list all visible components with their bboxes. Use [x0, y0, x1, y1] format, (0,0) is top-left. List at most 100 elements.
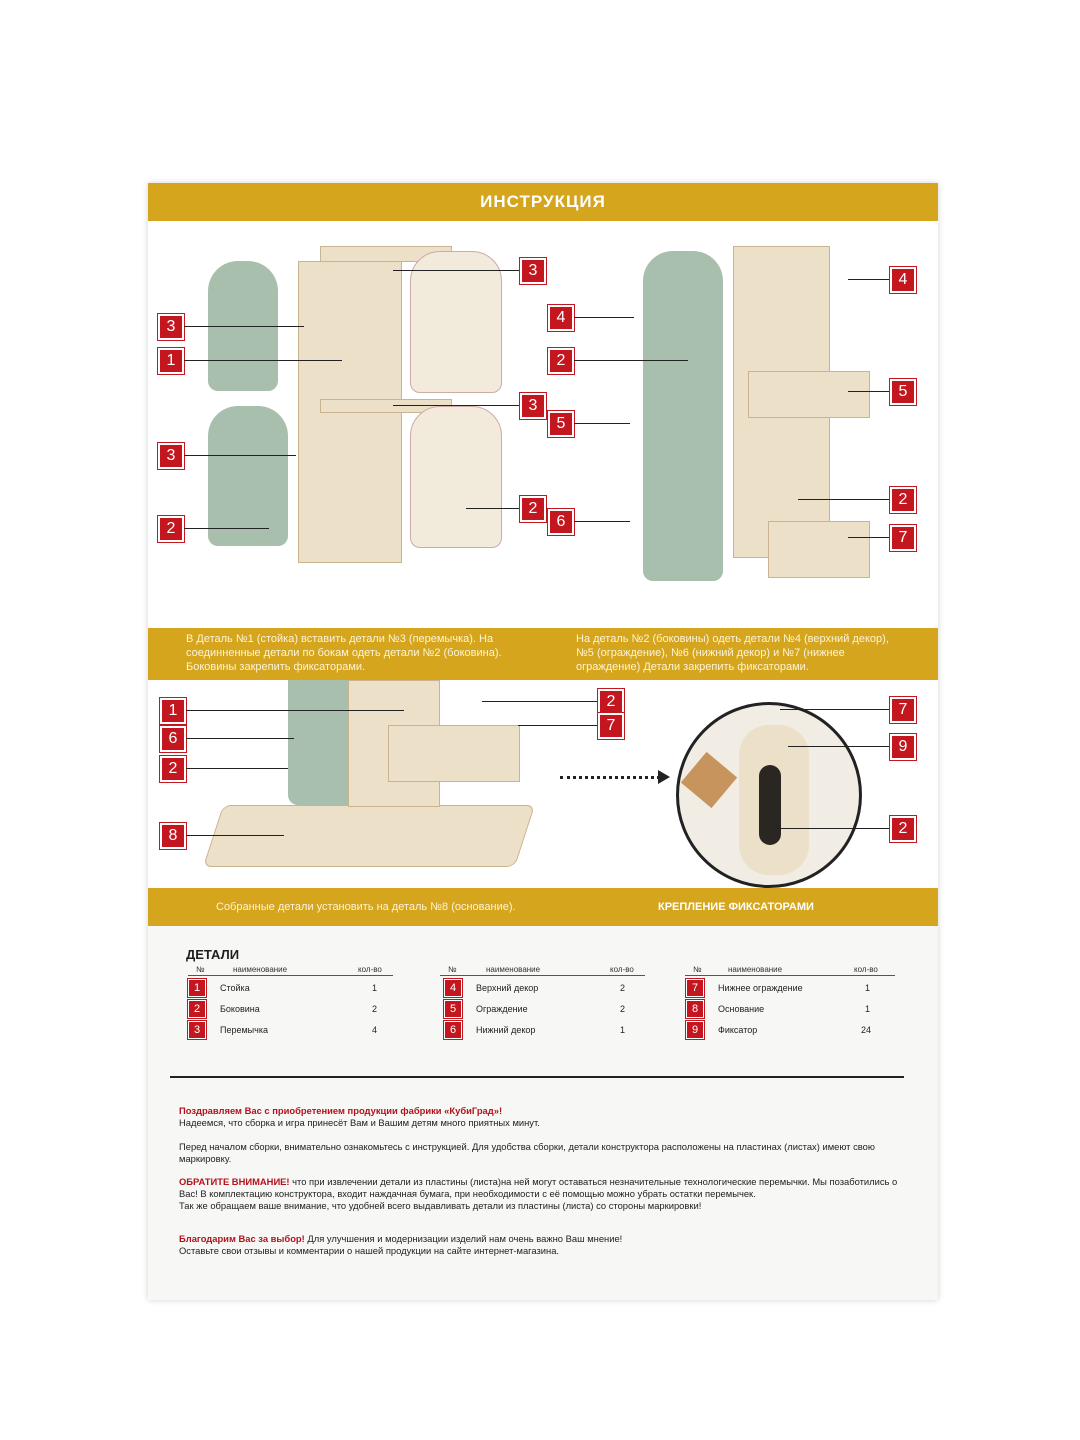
- callout-line: [184, 360, 342, 361]
- fixing-title: КРЕПЛЕНИЕ ФИКСАТОРАМИ: [658, 901, 814, 913]
- part-number: 9: [685, 1020, 705, 1040]
- callout-line: [184, 528, 269, 529]
- callout-line: [186, 738, 294, 739]
- notes-thanks: Благодарим Вас за выбор! Для улучшения и…: [179, 1233, 909, 1257]
- part-name: Верхний декор: [476, 983, 539, 993]
- col-header-name: наименование: [233, 965, 288, 974]
- side-piece: [288, 680, 358, 805]
- callout-label: 2: [159, 755, 187, 783]
- callout-line: [466, 508, 519, 509]
- part-qty: 1: [620, 1025, 626, 1035]
- side-piece: [410, 406, 502, 548]
- callout-line: [393, 405, 519, 406]
- congrats-bold: Поздравляем Вас с приобретением продукци…: [179, 1105, 503, 1116]
- part-number: 4: [443, 978, 463, 998]
- part-qty: 2: [620, 983, 626, 993]
- part-number: 8: [685, 999, 705, 1019]
- zoom-detail-circle: [676, 702, 862, 888]
- congrats-text: Надеемся, что сборка и игра принесёт Вам…: [179, 1117, 540, 1128]
- callout-label: 2: [889, 815, 917, 843]
- step-1-text: В Деталь №1 (стойка) вставить детали №3 …: [186, 633, 502, 673]
- notes-attention: ОБРАТИТЕ ВНИМАНИЕ! что при извлечении де…: [179, 1176, 909, 1212]
- attention-bold: ОБРАТИТЕ ВНИМАНИЕ!: [179, 1176, 290, 1187]
- side-piece: [643, 251, 723, 581]
- callout-label: 2: [157, 515, 185, 543]
- part-number: 7: [685, 978, 705, 998]
- callout-label: 4: [889, 266, 917, 294]
- part-name: Основание: [718, 1004, 765, 1014]
- side-piece: [410, 251, 502, 393]
- callout-label: 1: [159, 697, 187, 725]
- part-name: Нижний декор: [476, 1025, 536, 1035]
- table-rule: [685, 975, 895, 976]
- thanks-text: Для улучшения и модернизации изделий нам…: [304, 1233, 623, 1244]
- step-3-band: Собранные детали установить на деталь №8…: [148, 888, 938, 926]
- col-header-qty: кол-во: [854, 965, 878, 974]
- callout-line: [772, 828, 889, 829]
- thanks-bold: Благодарим Вас за выбор!: [179, 1233, 305, 1244]
- col-header-name: наименование: [728, 965, 783, 974]
- steps-band: В Деталь №1 (стойка) вставить детали №3 …: [148, 628, 938, 680]
- part-qty: 1: [372, 983, 378, 993]
- section-divider: [170, 1076, 904, 1078]
- side-piece: [208, 406, 288, 546]
- callout-label: 3: [519, 392, 547, 420]
- callout-label: 4: [547, 304, 575, 332]
- callout-line: [574, 317, 634, 318]
- callout-line: [780, 709, 889, 710]
- part-qty: 24: [861, 1025, 872, 1035]
- step-illustrations-middle: 1 6 2 8 2 7 7 9 2: [148, 680, 938, 888]
- callout-line: [798, 499, 889, 500]
- part-name: Фиксатор: [718, 1025, 758, 1035]
- part-name: Перемычка: [220, 1025, 268, 1035]
- col-header-no: №: [693, 965, 702, 974]
- callout-label: 6: [159, 725, 187, 753]
- col-header-qty: кол-во: [358, 965, 382, 974]
- callout-label: 1: [157, 347, 185, 375]
- col-header-no: №: [448, 965, 457, 974]
- callout-label: 7: [889, 696, 917, 724]
- callout-label: 2: [519, 495, 547, 523]
- zoom-arrow: [560, 776, 660, 779]
- callout-line: [788, 746, 889, 747]
- callout-label: 3: [157, 313, 185, 341]
- callout-line: [393, 270, 519, 271]
- callout-label: 7: [597, 712, 625, 740]
- callout-line: [574, 423, 630, 424]
- notes-before: Перед началом сборки, внимательно ознако…: [179, 1141, 875, 1164]
- step-3-text: Собранные детали установить на деталь №8…: [216, 901, 516, 913]
- callout-line: [848, 537, 889, 538]
- base-piece: [202, 805, 536, 867]
- callout-label: 3: [519, 257, 547, 285]
- part-name: Боковина: [220, 1004, 260, 1014]
- callout-label: 5: [889, 378, 917, 406]
- col-header-name: наименование: [486, 965, 541, 974]
- callout-label: 2: [597, 688, 625, 716]
- callout-line: [848, 279, 889, 280]
- fixator-piece: [759, 765, 781, 845]
- part-number: 1: [187, 978, 207, 998]
- part-name: Ограждение: [476, 1004, 528, 1014]
- callout-line: [518, 725, 597, 726]
- fence-piece: [388, 725, 520, 782]
- part-name: Нижнее ограждение: [718, 983, 803, 993]
- step-2-text: На деталь №2 (боковины) одеть детали №4 …: [576, 633, 889, 673]
- title-band: ИНСТРУКЦИЯ: [148, 183, 938, 221]
- table-rule: [188, 975, 393, 976]
- callout-line: [574, 360, 688, 361]
- page-title: ИНСТРУКЦИЯ: [480, 192, 606, 211]
- part-qty: 4: [372, 1025, 378, 1035]
- part-qty: 1: [865, 983, 871, 993]
- part-qty: 2: [620, 1004, 626, 1014]
- attention-text: что при извлечении детали из пластины (л…: [179, 1176, 898, 1199]
- table-rule: [440, 975, 645, 976]
- arrow-head-icon: [658, 770, 670, 784]
- parts-heading: ДЕТАЛИ: [186, 947, 240, 962]
- callout-line: [482, 701, 597, 702]
- notes-congrats: Поздравляем Вас с приобретением продукци…: [179, 1105, 909, 1129]
- callout-line: [574, 521, 630, 522]
- callout-label: 3: [157, 442, 185, 470]
- callout-line: [186, 768, 288, 769]
- callout-line: [848, 391, 889, 392]
- callout-label: 8: [159, 822, 187, 850]
